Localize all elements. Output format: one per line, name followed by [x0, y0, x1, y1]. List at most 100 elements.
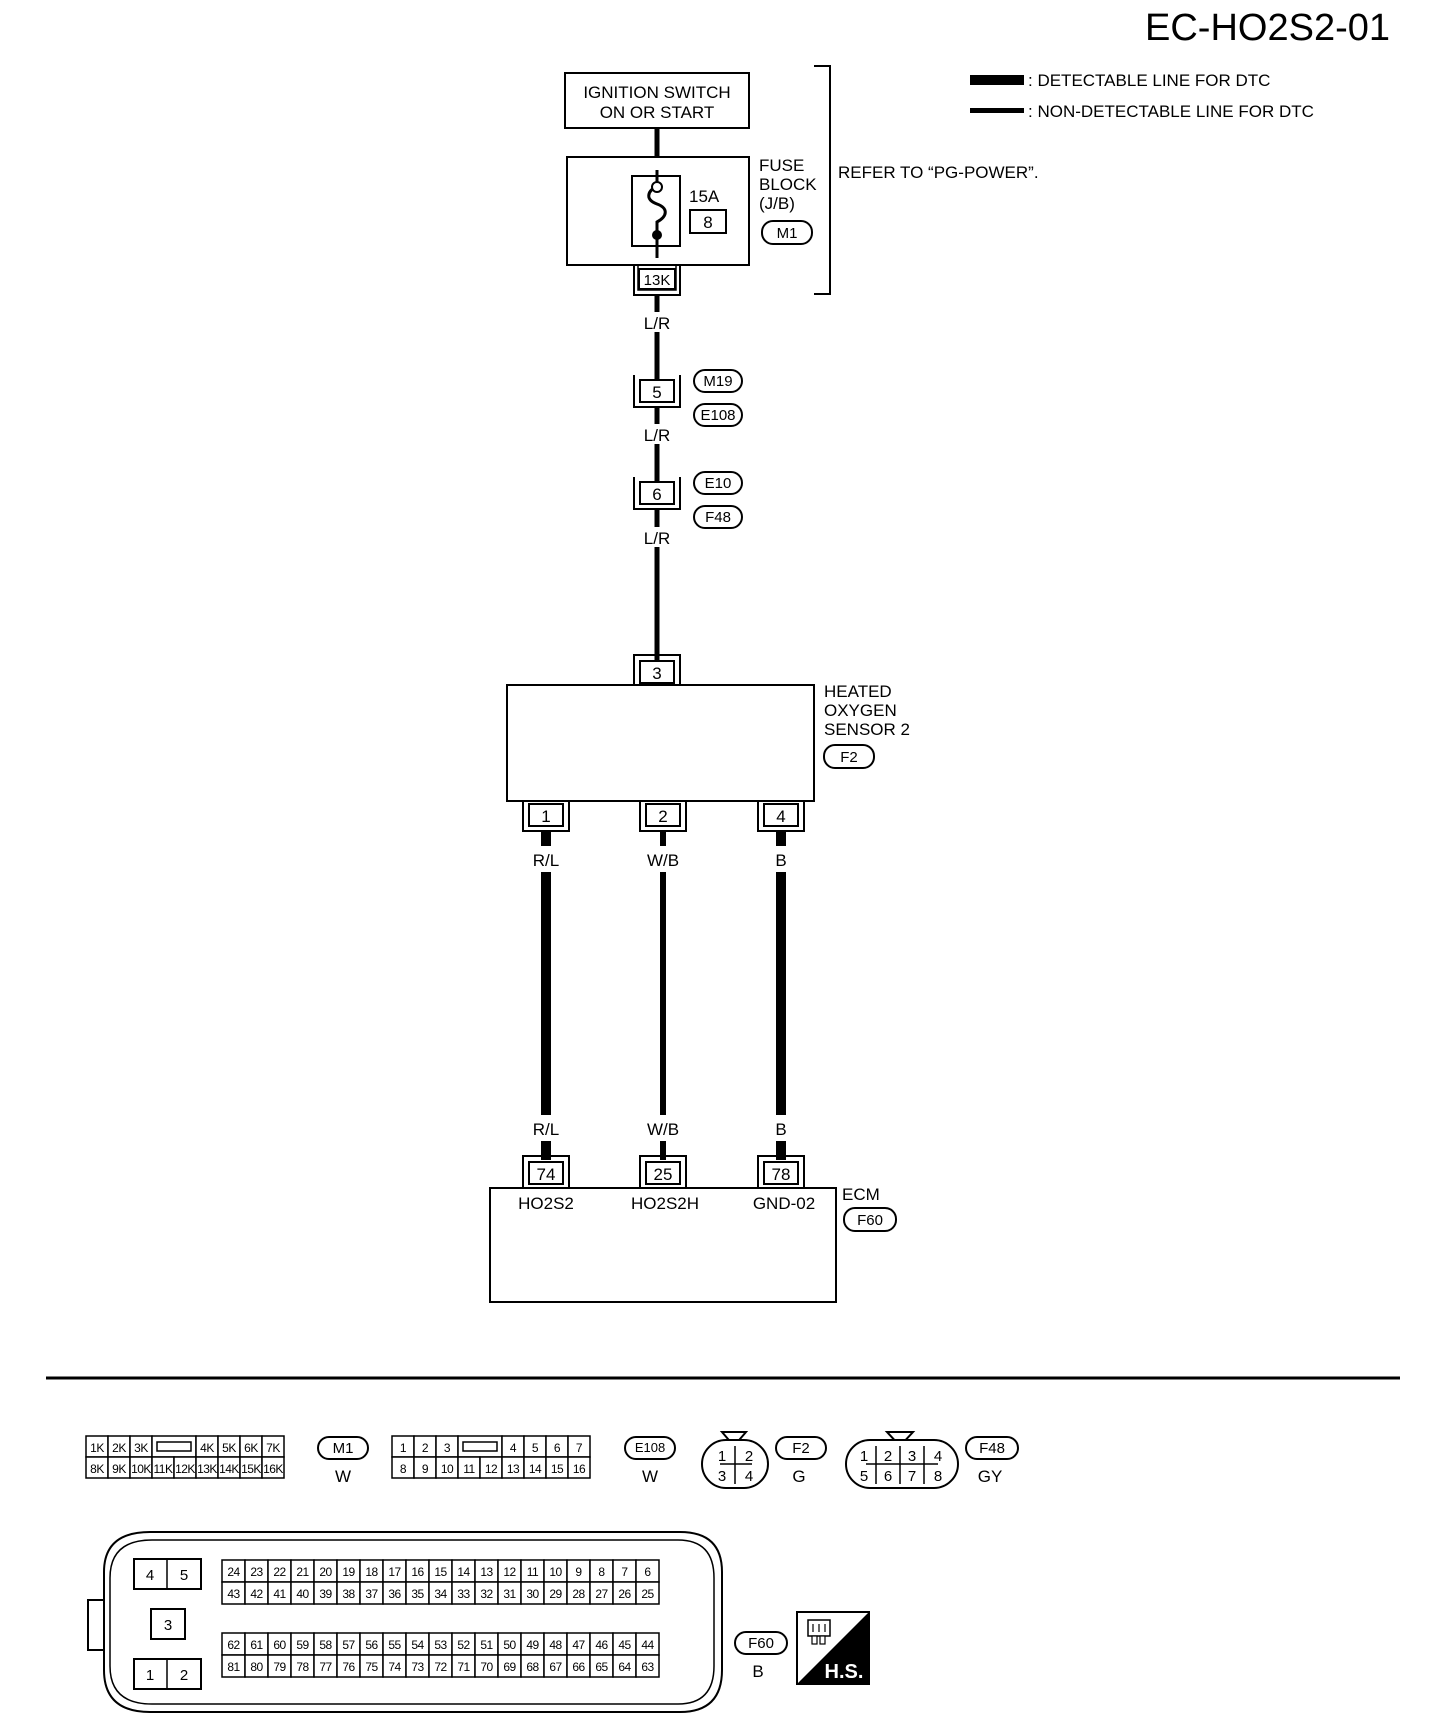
- f60-pin: 6: [644, 1565, 651, 1579]
- m1-pin: 6K: [244, 1441, 258, 1455]
- f60-pin: 36: [388, 1587, 401, 1601]
- f2-pin-2: 2: [745, 1448, 753, 1465]
- e108-pin: 6: [554, 1441, 561, 1455]
- joint2-conn-a-oval: [693, 471, 743, 495]
- m1-pin: 10K: [131, 1462, 151, 1476]
- f60-pin: 81: [227, 1660, 240, 1674]
- f60-pin: 25: [641, 1587, 654, 1601]
- f60-pin: 42: [250, 1587, 263, 1601]
- f60-pin: 41: [273, 1587, 286, 1601]
- f60-pin: 59: [296, 1638, 309, 1652]
- f60-small-1: 1: [146, 1667, 154, 1684]
- f60-pin: 61: [250, 1638, 263, 1652]
- joint1-conn-b-oval: [693, 403, 743, 427]
- joint1-conn-b: E108: [700, 407, 735, 424]
- m1-latch-slot: [156, 1441, 192, 1452]
- m1-pin: 5K: [222, 1441, 236, 1455]
- e108-pin: 9: [422, 1462, 429, 1476]
- wire-lr-2-label-bg: [635, 424, 679, 444]
- connector-f48-face: 1 2 3 4 5 6 7 8: [845, 1431, 959, 1489]
- m1-pin: 3K: [134, 1441, 148, 1455]
- terminal-13k: 13K: [644, 272, 671, 289]
- f60-pin: 10: [549, 1565, 562, 1579]
- f60-pin: 62: [227, 1638, 240, 1652]
- e108-pin: 16: [573, 1462, 586, 1476]
- f60-pin: 48: [549, 1638, 562, 1652]
- ecm-connector-oval: [843, 1207, 897, 1232]
- ecm-pin-1-group: 74: [522, 1155, 570, 1188]
- f60-pin: 35: [411, 1587, 424, 1601]
- f60-pin: 16: [411, 1565, 424, 1579]
- m1-pin: 16K: [263, 1462, 283, 1476]
- ecm-term-ho2s2h: HO2S2H: [631, 1194, 699, 1213]
- f60-pin: 47: [572, 1638, 585, 1652]
- fuse-block-connector: M1: [777, 225, 798, 242]
- e108-pin: 15: [551, 1462, 564, 1476]
- sensor-label2: OXYGEN: [824, 701, 897, 720]
- e108-pin: 14: [529, 1462, 542, 1476]
- sensor-label3: SENSOR 2: [824, 720, 910, 739]
- f48-pin-2: 2: [884, 1448, 892, 1465]
- f48-id-oval: [965, 1436, 1019, 1460]
- f60-cell: [635, 1581, 660, 1605]
- joint1-box: [639, 379, 675, 403]
- sensor-pin-top: 3: [652, 664, 661, 683]
- f60-pin: 22: [273, 1565, 286, 1579]
- f48-id: F48: [979, 1440, 1005, 1457]
- f60-pin: 30: [526, 1587, 539, 1601]
- legend-thin-line: [970, 108, 1024, 113]
- f48-pin-4: 4: [934, 1448, 942, 1465]
- joint2-box: [639, 481, 675, 505]
- m1-color: W: [335, 1467, 351, 1486]
- f2-pin-4: 4: [745, 1468, 753, 1485]
- f60-pin: 65: [595, 1660, 608, 1674]
- wire-label-bg-4: [526, 1115, 566, 1141]
- ecm-pin-3-group: 78: [757, 1155, 805, 1188]
- f60-pin: 50: [503, 1638, 516, 1652]
- m1-pin: 11K: [154, 1462, 173, 1476]
- f60-pin: 8: [598, 1565, 605, 1579]
- e108-pin: 13: [507, 1462, 520, 1476]
- sensor-pin-2-group: 2: [639, 801, 687, 832]
- ignition-switch-label: IGNITION SWITCH: [583, 83, 730, 102]
- fuse-dot-bottom: [652, 230, 662, 240]
- sensor-connector: F2: [840, 749, 858, 766]
- sensor-pin-3-group: 4: [757, 801, 805, 832]
- f60-pin: 70: [480, 1660, 493, 1674]
- ecm-connector: F60: [857, 1212, 883, 1229]
- f60-pin: 28: [572, 1587, 585, 1601]
- m1-pin: 7K: [266, 1441, 280, 1455]
- e108-pin: 3: [444, 1441, 451, 1455]
- f60-pin: 80: [250, 1660, 263, 1674]
- wire-lr-3-label-bg: [635, 527, 679, 547]
- f60-pin: 13: [480, 1565, 493, 1579]
- m1-pin: 8K: [90, 1462, 104, 1476]
- ecm-term-ho2s2: HO2S2: [518, 1194, 574, 1213]
- f60-pin: 9: [575, 1565, 582, 1579]
- e108-pin: 7: [576, 1441, 583, 1455]
- sensor-pin-top-box: [639, 660, 675, 684]
- fuse-rating: 15A: [689, 187, 720, 206]
- f60-color: B: [752, 1662, 763, 1681]
- fuse-block-connector-oval: [761, 220, 813, 245]
- f60-pin: 40: [296, 1587, 309, 1601]
- f60-pin: 57: [342, 1638, 355, 1652]
- ecm-pin-25: 25: [654, 1165, 673, 1184]
- m1-pin: 15K: [241, 1462, 261, 1476]
- f60-pin: 45: [618, 1638, 631, 1652]
- f60-pin: 75: [365, 1660, 378, 1674]
- f60-pin: 73: [411, 1660, 424, 1674]
- f60-pin: 29: [549, 1587, 562, 1601]
- m1-pin: 9K: [112, 1462, 126, 1476]
- sensor-pin-top-bracket: [633, 654, 681, 685]
- f60-pin: 43: [227, 1587, 240, 1601]
- sensor-connector-oval: [823, 744, 875, 769]
- joint1-conn-a: M19: [703, 373, 732, 390]
- f48-pin-8: 8: [934, 1468, 942, 1485]
- sensor-pin-1: 1: [541, 807, 550, 826]
- fuse-element-icon: [647, 170, 667, 258]
- m1-pin: 13K: [197, 1462, 217, 1476]
- e108-pin: 11: [463, 1462, 475, 1476]
- refer-note: REFER TO “PG-POWER”.: [838, 163, 1039, 182]
